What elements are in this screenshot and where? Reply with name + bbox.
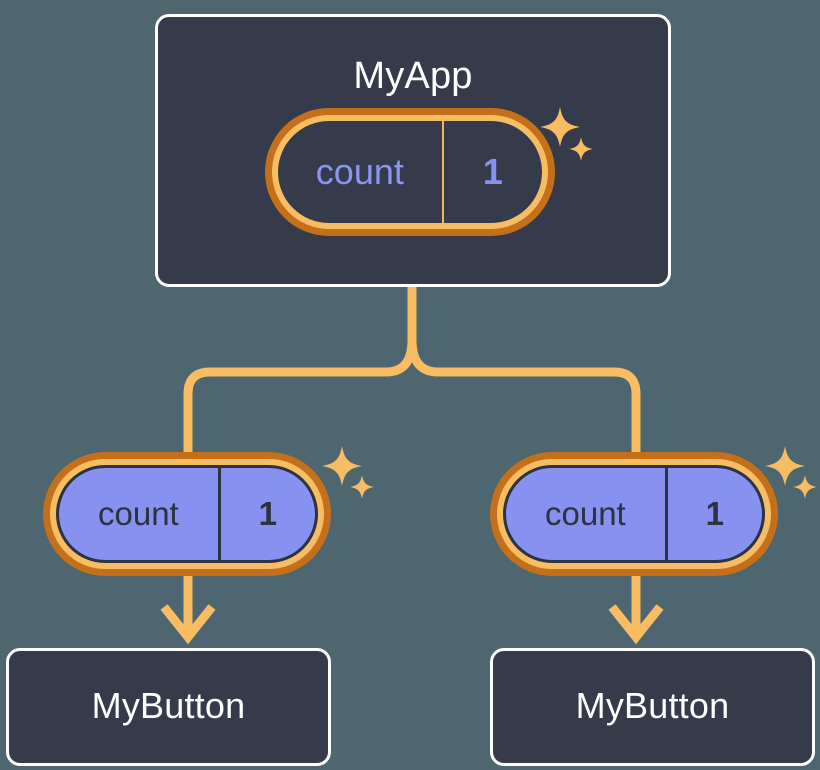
state-pill-child-right[interactable]: count 1 <box>490 452 778 576</box>
state-pill-divider <box>441 121 444 223</box>
state-value-label: 1 <box>258 495 278 532</box>
state-pill-divider <box>217 468 221 560</box>
state-pill-core: count 1 <box>503 465 765 563</box>
state-key-label: count <box>315 151 404 192</box>
state-pill-core: count 1 <box>56 465 318 563</box>
state-pill-myapp[interactable]: count 1 <box>265 108 555 236</box>
state-pill-divider <box>664 468 668 560</box>
connector-branch-right <box>407 339 641 470</box>
state-key-label: count <box>97 495 179 532</box>
component-card-mybutton-right[interactable]: MyButton <box>490 648 815 766</box>
state-pill-ring-inner: count 1 <box>50 459 324 569</box>
arrowhead-right <box>608 604 664 645</box>
component-title-mybutton-right: MyButton <box>575 685 730 726</box>
connector-branch-left <box>183 339 417 470</box>
arrowhead-left <box>160 604 216 645</box>
component-title-mybutton-left: MyButton <box>91 685 246 726</box>
state-pill-child-left[interactable]: count 1 <box>43 452 331 576</box>
component-title-myapp: MyApp <box>353 55 473 97</box>
state-key-label: count <box>544 495 626 532</box>
state-value-label: 1 <box>482 151 503 192</box>
component-card-mybutton-left[interactable]: MyButton <box>6 648 331 766</box>
state-pill-core: count 1 <box>278 121 542 223</box>
state-pill-ring-inner: count 1 <box>497 459 771 569</box>
state-value-label: 1 <box>705 495 725 532</box>
state-pill-ring-inner: count 1 <box>272 115 548 229</box>
